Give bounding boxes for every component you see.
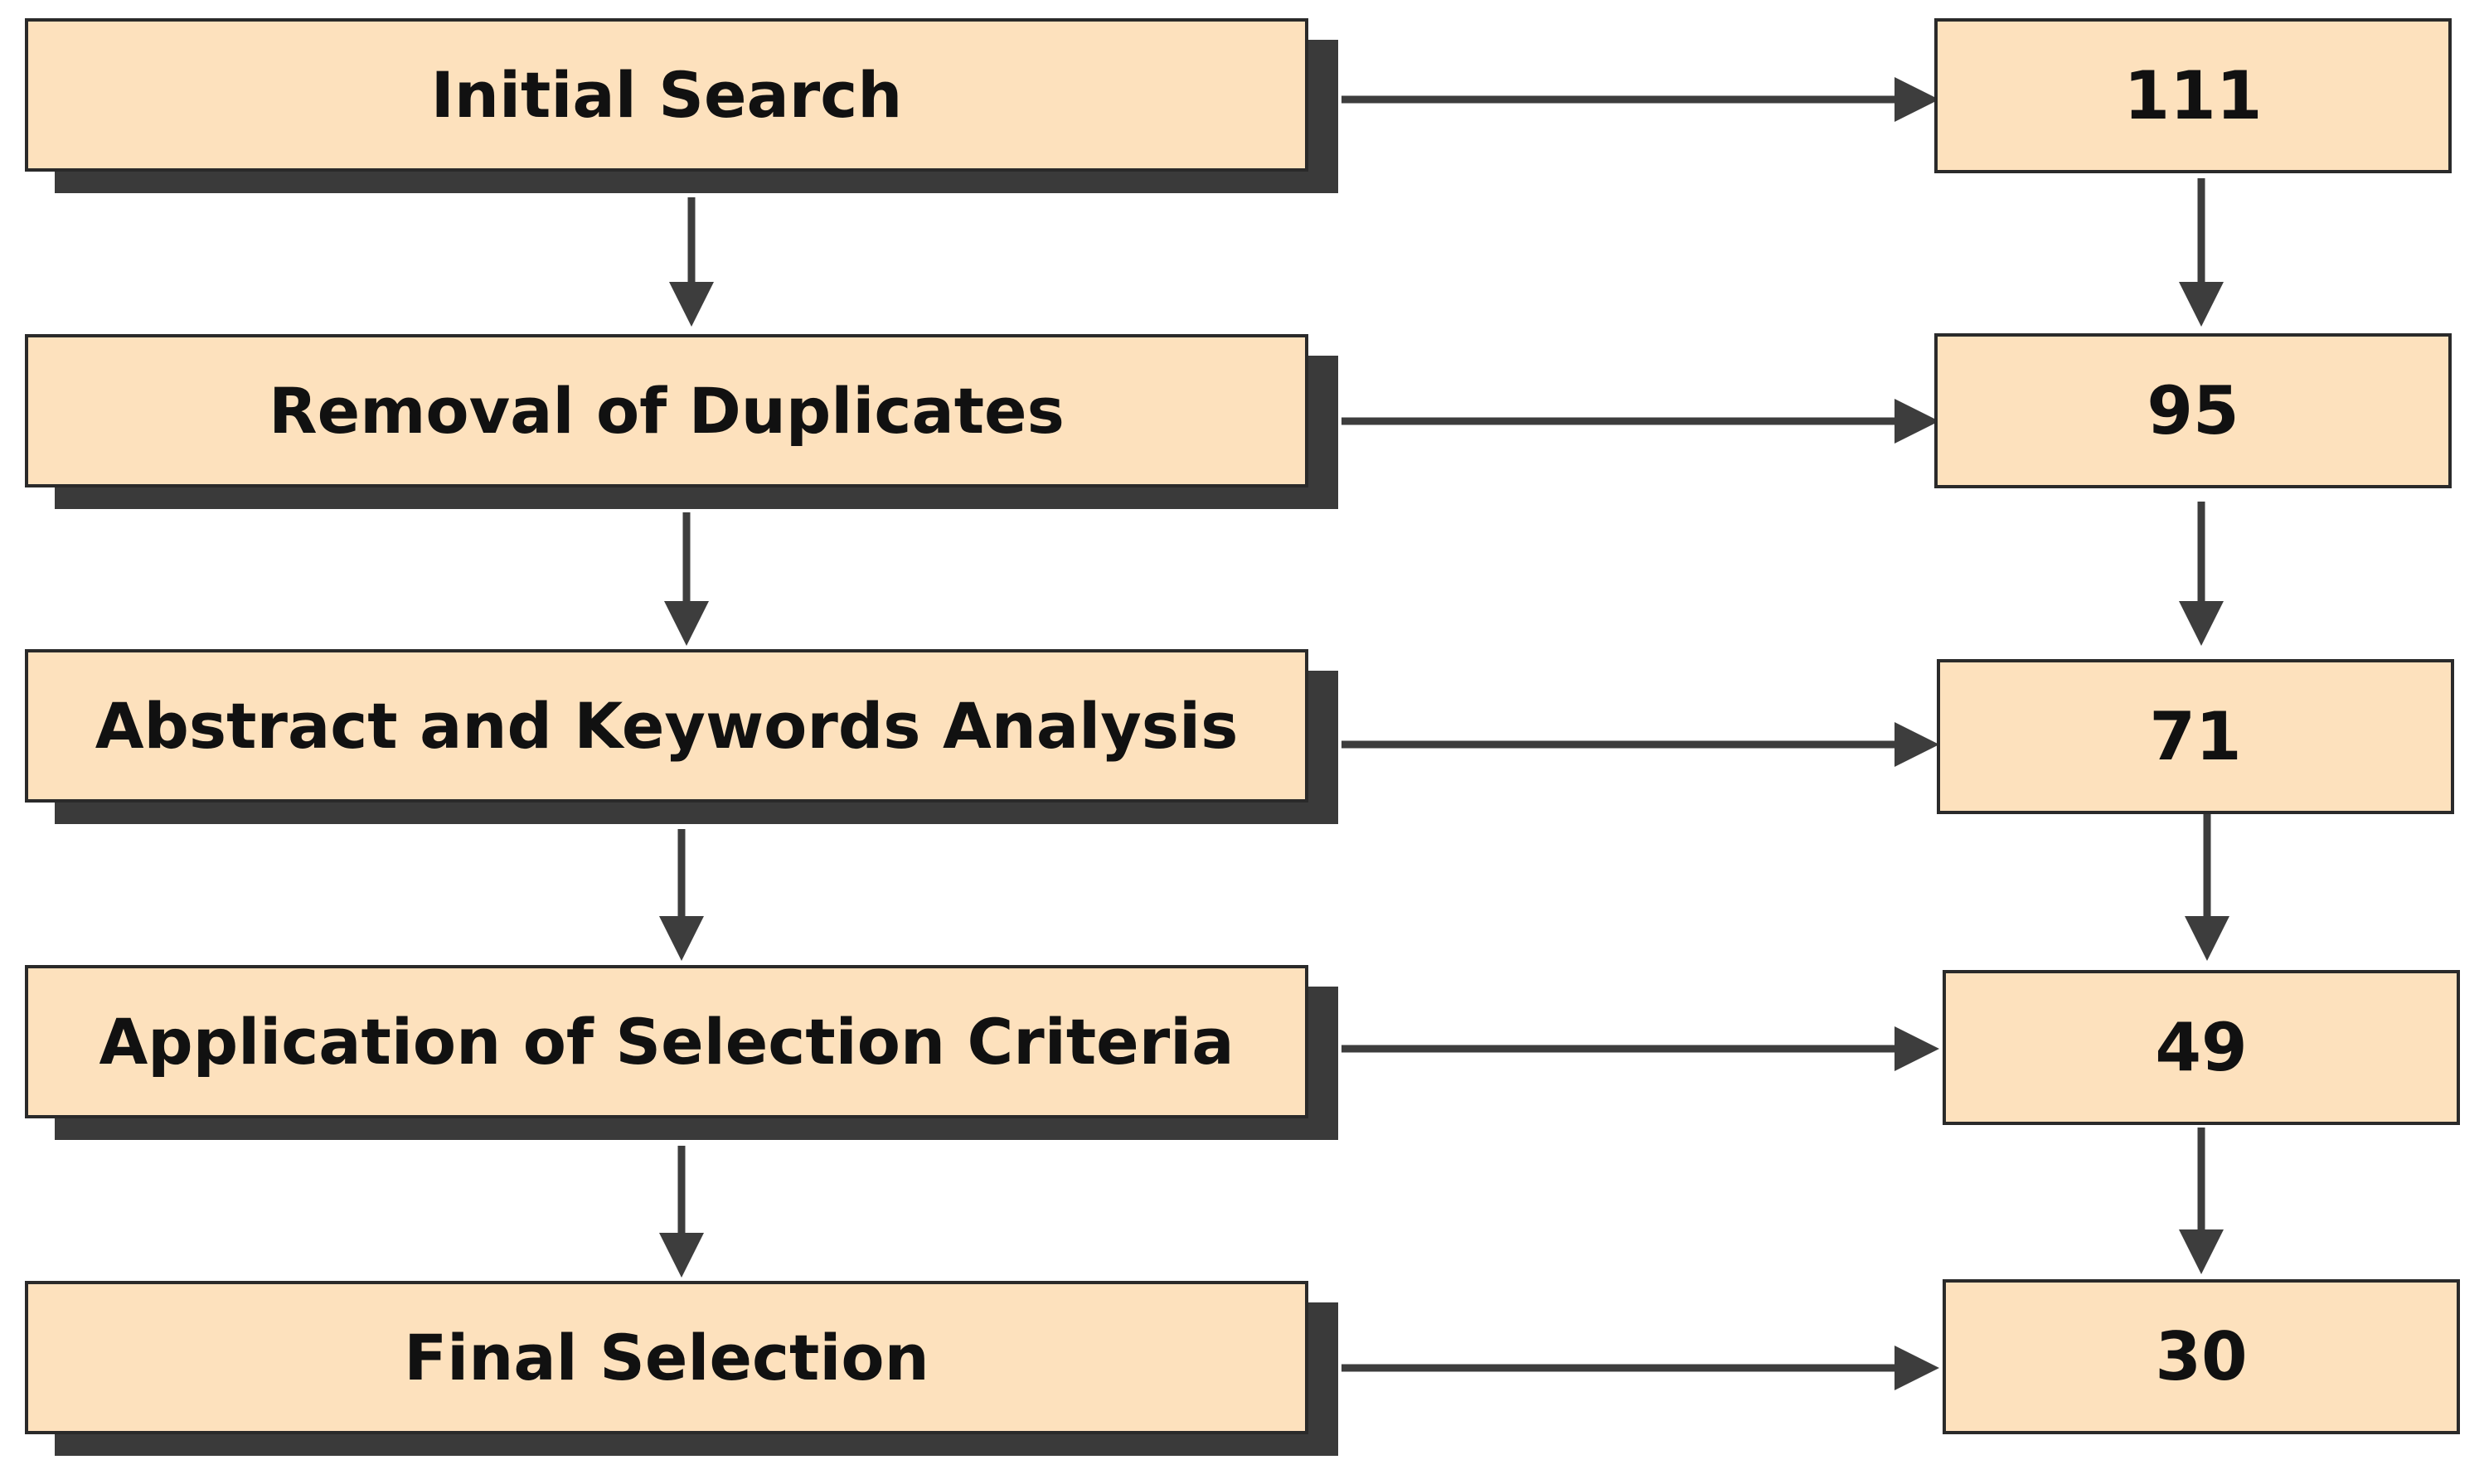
stage-box-final-selection: Final Selection xyxy=(25,1281,1308,1434)
stage-label: Application of Selection Criteria xyxy=(99,1005,1235,1079)
count-box-final-selection: 30 xyxy=(1943,1279,2460,1434)
stage-box-selection-criteria: Application of Selection Criteria xyxy=(25,965,1308,1118)
count-value: 71 xyxy=(2149,698,2242,775)
count-box-initial-search: 111 xyxy=(1934,18,2452,173)
stage-label: Initial Search xyxy=(430,58,903,132)
count-box-removal-of-duplicates: 95 xyxy=(1934,333,2452,488)
count-box-abstract-keywords-analysis: 71 xyxy=(1937,659,2454,814)
stage-label: Removal of Duplicates xyxy=(269,374,1065,448)
stage-label: Final Selection xyxy=(404,1321,929,1394)
count-box-selection-criteria: 49 xyxy=(1943,970,2460,1125)
count-value: 111 xyxy=(2123,57,2263,134)
count-value: 49 xyxy=(2155,1009,2248,1086)
stage-box-abstract-keywords-analysis: Abstract and Keywords Analysis xyxy=(25,649,1308,803)
stage-box-removal-of-duplicates: Removal of Duplicates xyxy=(25,334,1308,487)
count-value: 95 xyxy=(2147,372,2239,449)
stage-box-initial-search: Initial Search xyxy=(25,18,1308,172)
count-value: 30 xyxy=(2155,1318,2248,1395)
stage-label: Abstract and Keywords Analysis xyxy=(95,689,1239,763)
